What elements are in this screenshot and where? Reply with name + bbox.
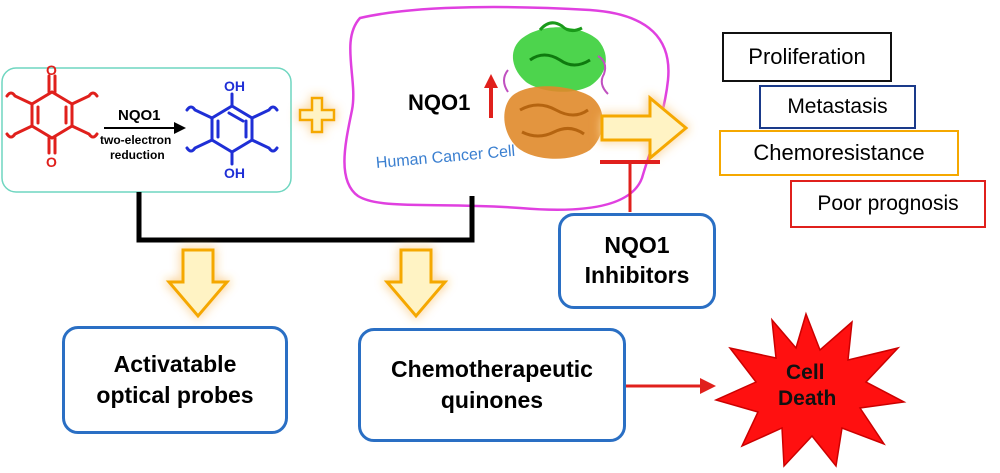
quinones-line2: quinones [440,387,544,413]
outcome-chemoresistance-label: Chemoresistance [753,140,925,165]
quinones-box: Chemotherapeutic quinones [358,328,626,442]
outcome-metastasis-label: Metastasis [787,95,888,118]
inhibitors-line1: NQO1 [604,232,670,259]
quinone-bottom-oxygen: O [46,154,57,170]
quinones-down-arrow [383,248,449,319]
hydroquinone-top-hydroxyl: OH [224,78,245,94]
cancer-cell-outline [343,5,670,211]
probes-line1: Activatable [113,350,237,377]
inhibitors-box: NQO1 Inhibitors [558,213,716,309]
cell-death-line1: Cell [786,361,825,384]
outcome-chemoresistance: Chemoresistance [719,130,959,176]
outcome-arrow [600,94,689,162]
quinone-top-oxygen: O [46,62,57,78]
reaction-arrowhead [174,122,186,134]
probes-down-arrow [165,248,231,319]
outcome-proliferation-label: Proliferation [748,44,866,69]
connector-bracket [136,192,475,243]
probes-box: Activatable optical probes [62,326,288,434]
cell-death-line2: Death [778,387,837,410]
quinone-structure [5,74,99,155]
nqo1-protein-structure [503,21,609,159]
probes-line2: optical probes [96,382,254,408]
cell-death-burst [713,311,907,468]
outcome-metastasis: Metastasis [759,85,916,129]
outcome-proliferation: Proliferation [722,32,892,82]
death-arrowhead [700,378,716,394]
reaction-process-line2: reduction [110,148,165,162]
outcome-poor-prognosis-label: Poor prognosis [817,192,959,215]
hydroquinone-structure [185,92,279,166]
reaction-process-line1: two-electron [100,133,172,147]
reaction-enzyme-label: NQO1 [118,107,161,124]
outcome-poor-prognosis: Poor prognosis [790,180,986,228]
quinones-line1: Chemotherapeutic [391,355,593,382]
upregulation-arrowhead [484,74,498,88]
plus-icon [298,96,336,134]
cell-enzyme-label: NQO1 [408,90,471,115]
hydroquinone-bottom-hydroxyl: OH [224,165,245,181]
inhibitors-line2: Inhibitors [584,262,690,288]
reaction-box [1,67,292,193]
